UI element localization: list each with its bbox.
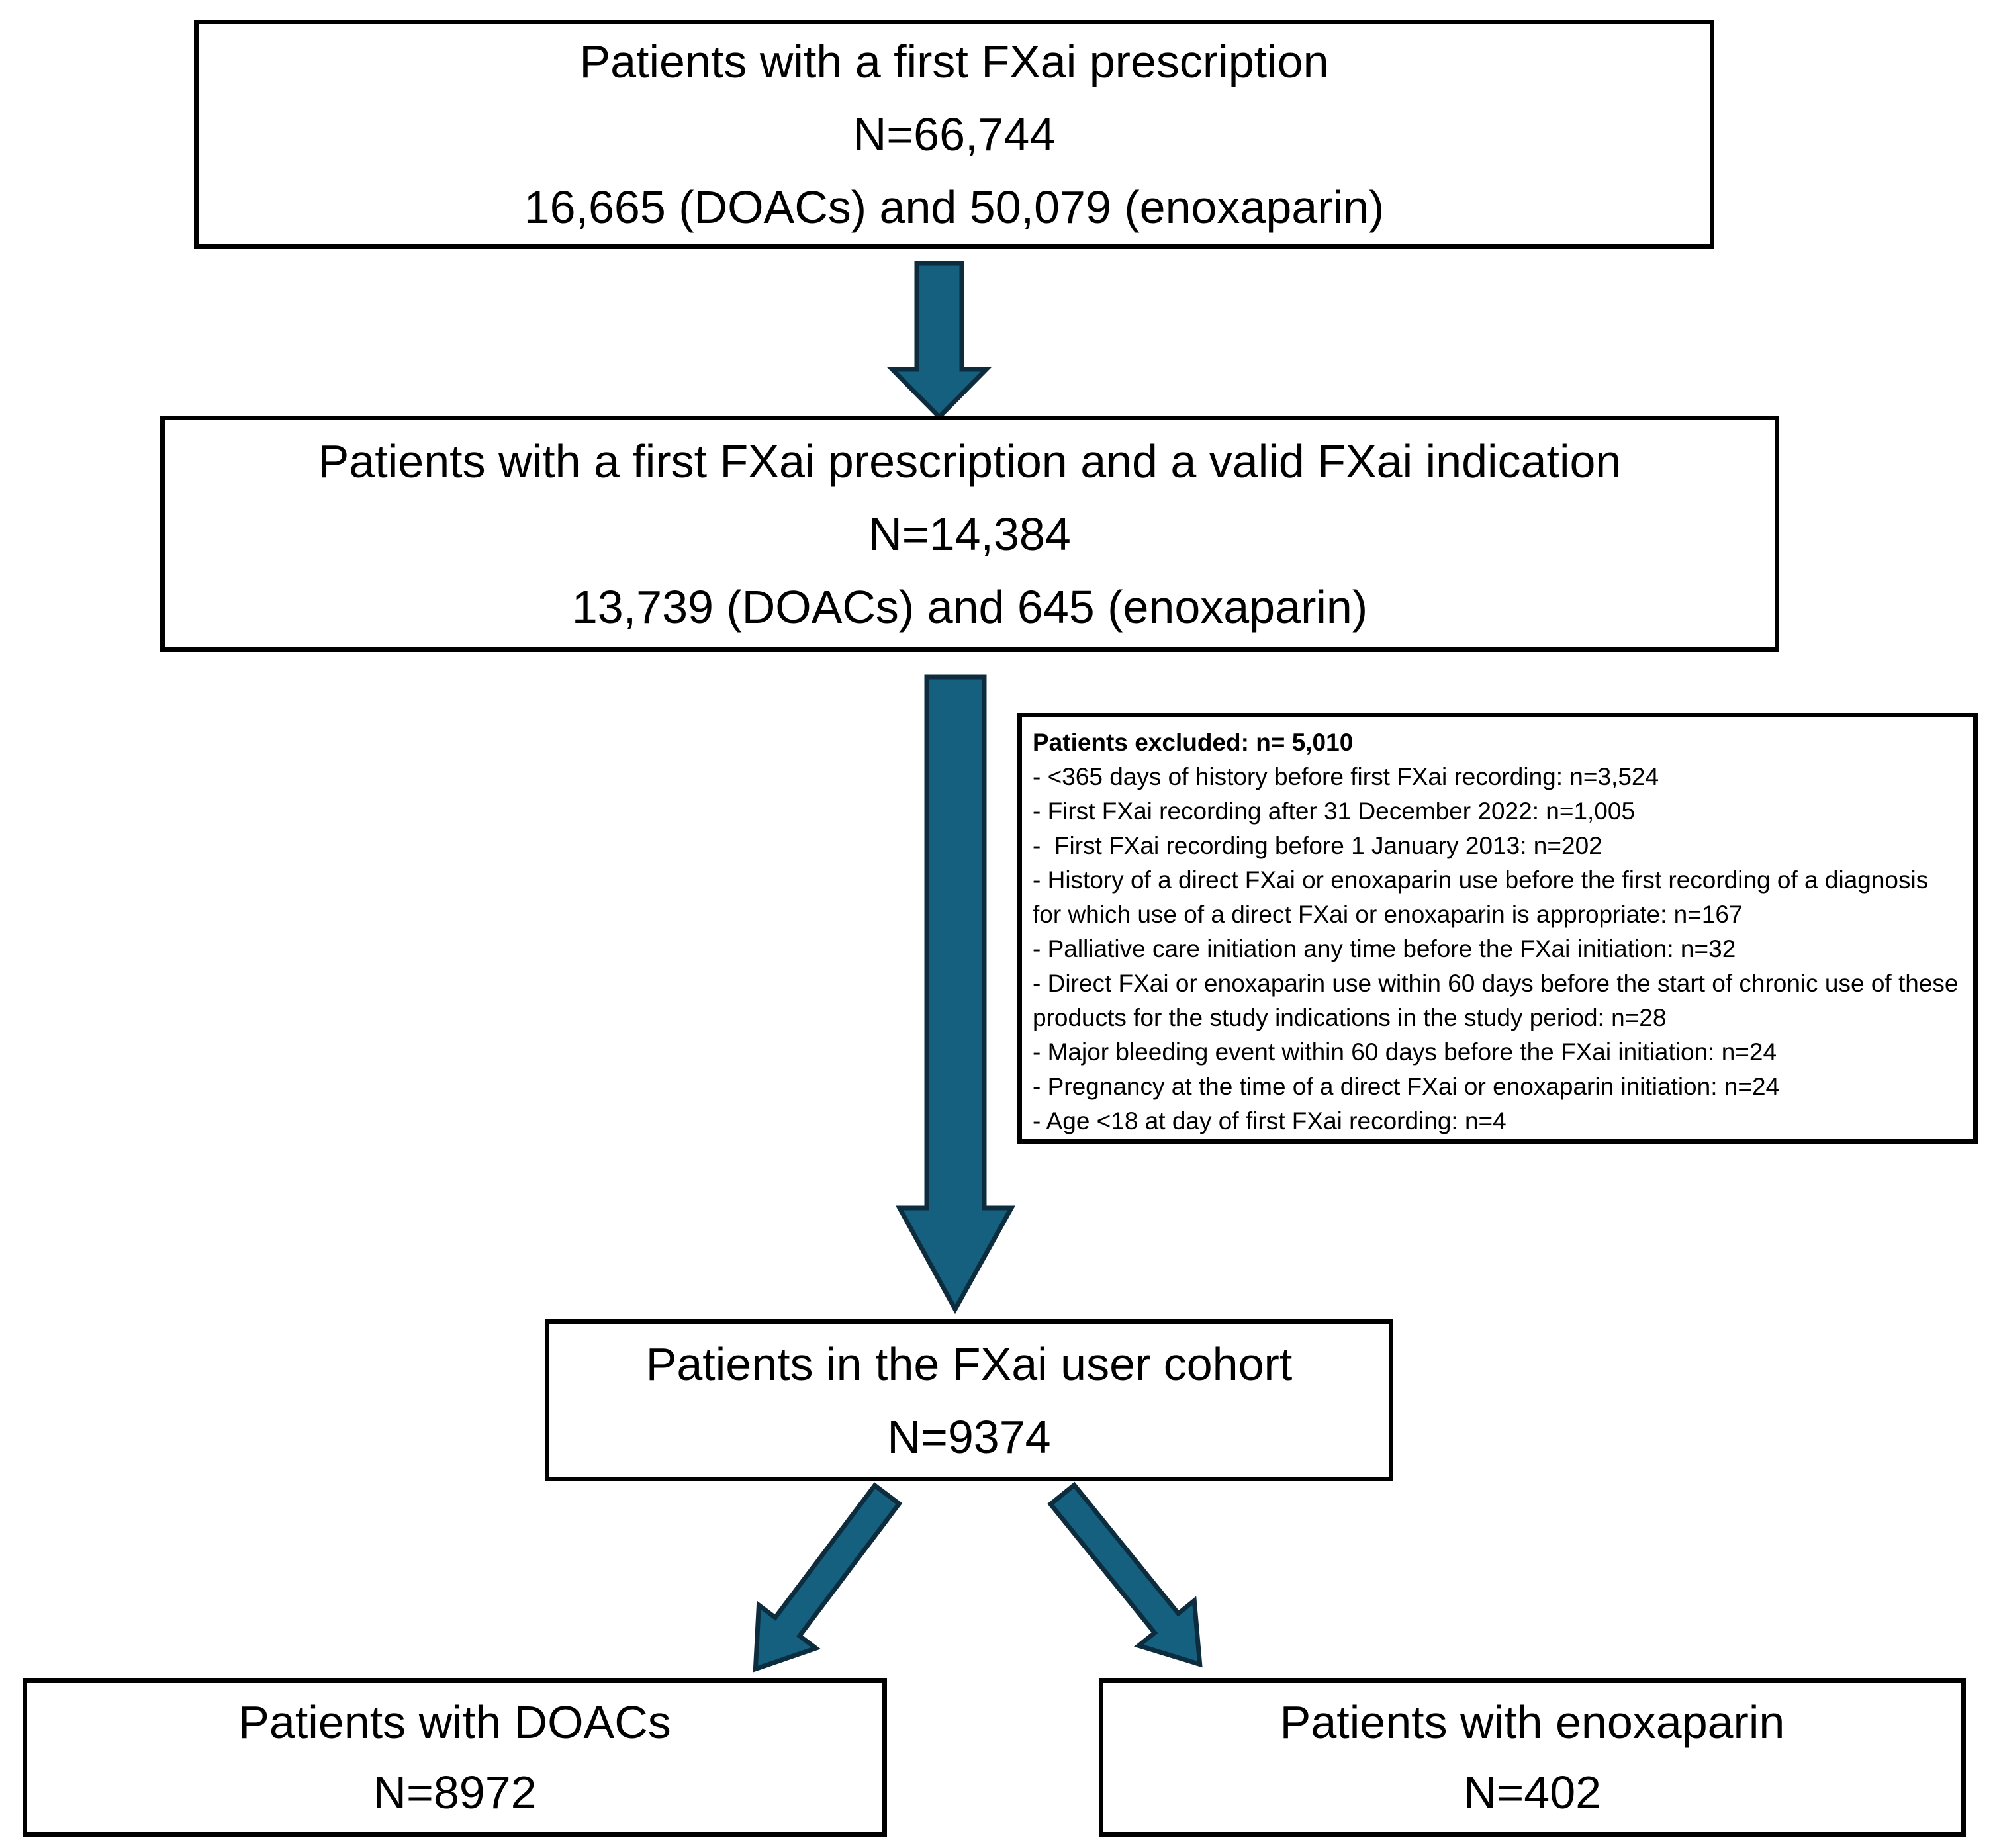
excluded-item: - Direct FXai or enoxaparin use within 6… [1033, 970, 1965, 1031]
box-doacs-n: N=8972 [373, 1767, 537, 1818]
excluded-item: - Major bleeding event within 60 days be… [1033, 1039, 1777, 1066]
box-user-cohort-title: Patients in the FXai user cohort [645, 1338, 1293, 1390]
box-doacs-title: Patients with DOACs [238, 1696, 671, 1748]
box-user-cohort-n: N=9374 [887, 1410, 1051, 1463]
arrow-box1-to-box2 [886, 261, 992, 420]
excluded-item: - First FXai recording before 1 January … [1033, 832, 1602, 859]
arrow-cohort-to-doacs [753, 1482, 903, 1673]
excluded-heading: Patients excluded: n= 5,010 [1033, 729, 1354, 756]
box-valid-indication-breakdown: 13,739 (DOACs) and 645 (enoxaparin) [571, 580, 1368, 633]
box-patients-excluded: Patients excluded: n= 5,010 - <365 days … [1017, 713, 1978, 1144]
box-valid-indication: Patients with a first FXai prescription … [160, 416, 1779, 652]
excluded-item: - History of a direct FXai or enoxaparin… [1033, 866, 1935, 928]
excluded-item: - <365 days of history before first FXai… [1033, 763, 1659, 790]
excluded-item: - Palliative care initiation any time be… [1033, 935, 1736, 962]
excluded-items: - <365 days of history before first FXai… [1033, 760, 1963, 1138]
box-enoxaparin-n: N=402 [1463, 1767, 1602, 1818]
excluded-item: - Age <18 at day of first FXai recording… [1033, 1107, 1507, 1134]
box-first-prescription-title: Patients with a first FXai prescription [579, 36, 1329, 87]
box-first-prescription-n: N=66,744 [853, 109, 1056, 160]
excluded-item: - Pregnancy at the time of a direct FXai… [1033, 1073, 1780, 1100]
box-first-prescription: Patients with a first FXai prescription … [194, 20, 1714, 249]
box-doacs: Patients with DOACs N=8972 [23, 1678, 887, 1837]
box-enoxaparin-title: Patients with enoxaparin [1279, 1696, 1785, 1748]
box-user-cohort: Patients in the FXai user cohort N=9374 [545, 1319, 1393, 1481]
box-valid-indication-n: N=14,384 [868, 508, 1071, 560]
arrow-box2-to-cohort [896, 674, 1015, 1315]
box-enoxaparin: Patients with enoxaparin N=402 [1099, 1678, 1966, 1837]
box-valid-indication-title: Patients with a first FXai prescription … [318, 435, 1622, 487]
box-first-prescription-breakdown: 16,665 (DOACs) and 50,079 (enoxaparin) [524, 181, 1385, 233]
arrow-cohort-to-enoxaparin [1047, 1481, 1203, 1668]
excluded-item: - First FXai recording after 31 December… [1033, 798, 1636, 825]
